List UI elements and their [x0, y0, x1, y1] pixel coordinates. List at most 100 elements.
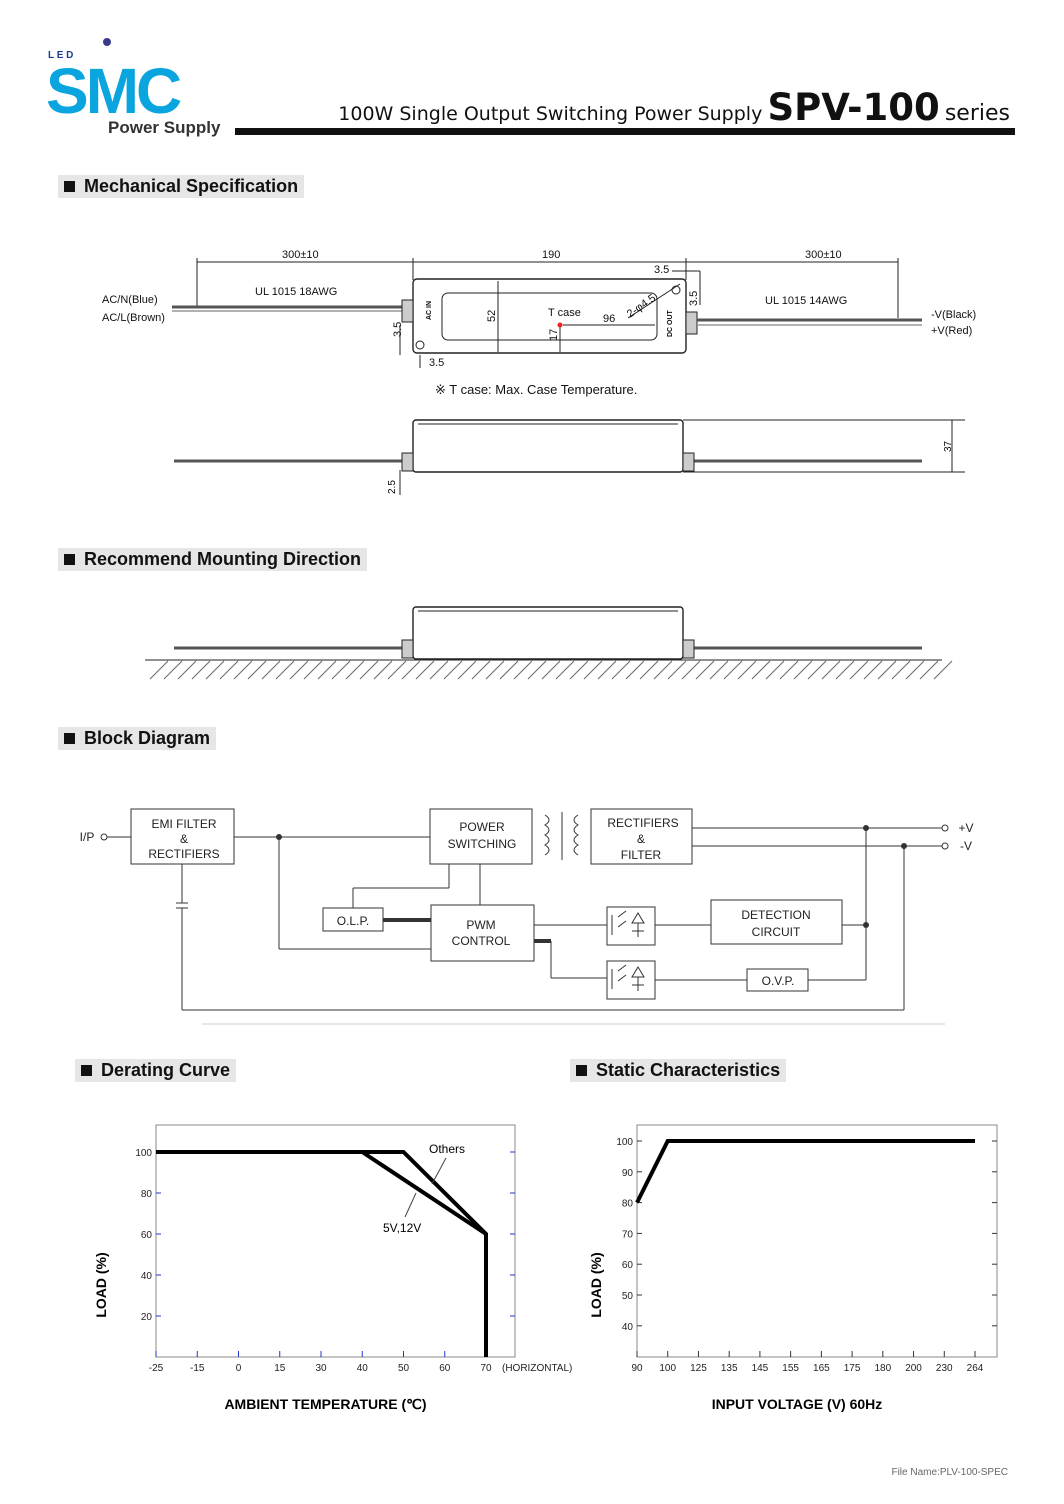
- label-leader: [431, 1157, 447, 1185]
- section-static: Static Characteristics: [570, 1059, 787, 1082]
- logo-sub: Power Supply: [108, 118, 221, 137]
- ground-hatch-line: [919, 660, 939, 680]
- x-tick-label: 30: [315, 1363, 327, 1374]
- mounting-hole-dim: 2-φ4.5: [625, 292, 658, 320]
- y-tick-label: 60: [141, 1230, 153, 1241]
- ground-hatch-line: [667, 660, 687, 680]
- dim-2-5: 2.5: [387, 480, 398, 494]
- section-title: Static Characteristics: [596, 1060, 781, 1080]
- series-line-5v-12v: [361, 1150, 488, 1236]
- left-wire-spec: UL 1015 18AWG: [255, 286, 337, 298]
- ground-hatch-line: [275, 660, 295, 680]
- block-labels: I/P EMI FILTER & RECTIFIERS POWER SWITCH…: [80, 816, 974, 988]
- ground-hatch-line: [905, 660, 925, 680]
- y-tick-label: 40: [622, 1322, 634, 1333]
- power-switching-label: POWER: [459, 820, 505, 834]
- ground-hatch-line: [751, 660, 771, 680]
- v-neg-label: -V(Black): [931, 309, 976, 321]
- ground-hatch-line: [177, 660, 197, 680]
- ground-hatch-line: [373, 660, 393, 680]
- x-tick-label: 165: [813, 1363, 830, 1374]
- logo-brand: SMC: [46, 55, 181, 127]
- ground-hatch-line: [807, 660, 827, 680]
- ground-hatch-line: [513, 660, 533, 680]
- dim-17: 17: [548, 329, 560, 341]
- ground-hatch-line: [205, 660, 225, 680]
- x-tick-label: 15: [274, 1363, 286, 1374]
- ground-hatch-line: [541, 660, 561, 680]
- ground-hatch-line: [723, 660, 743, 680]
- ac-n-label: AC/N(Blue): [102, 294, 158, 306]
- ground-hatch-line: [443, 660, 463, 680]
- x-tick-label: 135: [721, 1363, 738, 1374]
- label-leader: [404, 1192, 417, 1218]
- ground-hatch-line: [555, 660, 575, 680]
- ground-hatch-line: [163, 660, 183, 680]
- x-tick-label: 200: [905, 1363, 922, 1374]
- section-title: Derating Curve: [101, 1060, 231, 1080]
- ground-hatch-line: [653, 660, 673, 680]
- section-title: Mechanical Specification: [84, 176, 299, 196]
- title-model: SPV-100: [767, 86, 940, 129]
- ground-hatch-line: [345, 660, 365, 680]
- footer-filename: File Name:PLV-100-SPEC: [891, 1467, 1008, 1478]
- block-diagram: [100, 808, 949, 1025]
- v-pos-label: +V(Red): [931, 325, 972, 337]
- x-tick-label: 155: [782, 1363, 799, 1374]
- ground-hatch-line: [331, 660, 351, 680]
- ground-hatch-line: [639, 660, 659, 680]
- ground-hatch-line: [933, 660, 953, 680]
- series-label-5v12v: 5V,12V: [383, 1221, 421, 1235]
- bullet-square-icon: [81, 1065, 92, 1076]
- y-axis-title: LOAD (%): [588, 1252, 604, 1317]
- ground-hatch-line: [261, 660, 281, 680]
- dim-left-length: 300±10: [282, 249, 319, 261]
- x-tick-label: 50: [398, 1363, 410, 1374]
- rectifiers-filter-label-3: FILTER: [621, 848, 662, 862]
- document-title: 100W Single Output Switching Power Suppl…: [338, 86, 1010, 129]
- y-axis-title: LOAD (%): [93, 1252, 109, 1317]
- x-tick-label: 175: [844, 1363, 861, 1374]
- ground-hatch-line: [793, 660, 813, 680]
- mounting-illustration: [145, 606, 953, 680]
- olp-label: O.L.P.: [337, 914, 369, 928]
- dim-3-5-left: 3.5: [392, 322, 404, 337]
- ground-hatch-line: [709, 660, 729, 680]
- ground-hatch-line: [499, 660, 519, 680]
- rectifiers-filter-label: RECTIFIERS: [607, 816, 678, 830]
- ground-hatch-line: [695, 660, 715, 680]
- section-mounting: Recommend Mounting Direction: [58, 548, 368, 571]
- x-tick-label: 264: [967, 1363, 984, 1374]
- y-tick-label: 80: [622, 1199, 634, 1210]
- dim-body-length: 190: [542, 249, 560, 261]
- power-switching-label-2: SWITCHING: [448, 837, 517, 851]
- tcase-point: [557, 322, 563, 328]
- tcase-label: T case: [548, 307, 581, 319]
- series-label-others: Others: [429, 1142, 465, 1156]
- ground-hatch-line: [149, 660, 169, 680]
- y-tick-label: 20: [141, 1312, 153, 1323]
- mechanical-top-view: [172, 258, 922, 368]
- rectifiers-filter-amp: &: [637, 832, 645, 846]
- title-subtitle: 100W Single Output Switching Power Suppl…: [338, 103, 763, 125]
- ground-hatch-line: [611, 660, 631, 680]
- ground-hatch-line: [849, 660, 869, 680]
- dim-3-5-right: 3.5: [688, 291, 700, 306]
- ground-hatch-line: [863, 660, 883, 680]
- x-tick-label: 60: [439, 1363, 451, 1374]
- x-tick-label: 0: [236, 1363, 242, 1374]
- ground-hatch-line: [401, 660, 421, 680]
- x-tick-label: 40: [357, 1363, 369, 1374]
- ground-hatch-line: [527, 660, 547, 680]
- bullet-square-icon: [64, 554, 75, 565]
- series-line-load: [635, 1139, 975, 1204]
- ground-hatch-line: [289, 660, 309, 680]
- ground-hatch-line: [569, 660, 589, 680]
- ground-hatch-line: [247, 660, 267, 680]
- section-derating: Derating Curve: [75, 1059, 237, 1082]
- emi-label-amp: &: [180, 832, 188, 846]
- y-tick-label: 40: [141, 1271, 153, 1282]
- vneg-label: -V: [960, 839, 972, 853]
- x-tick-label: 125: [690, 1363, 707, 1374]
